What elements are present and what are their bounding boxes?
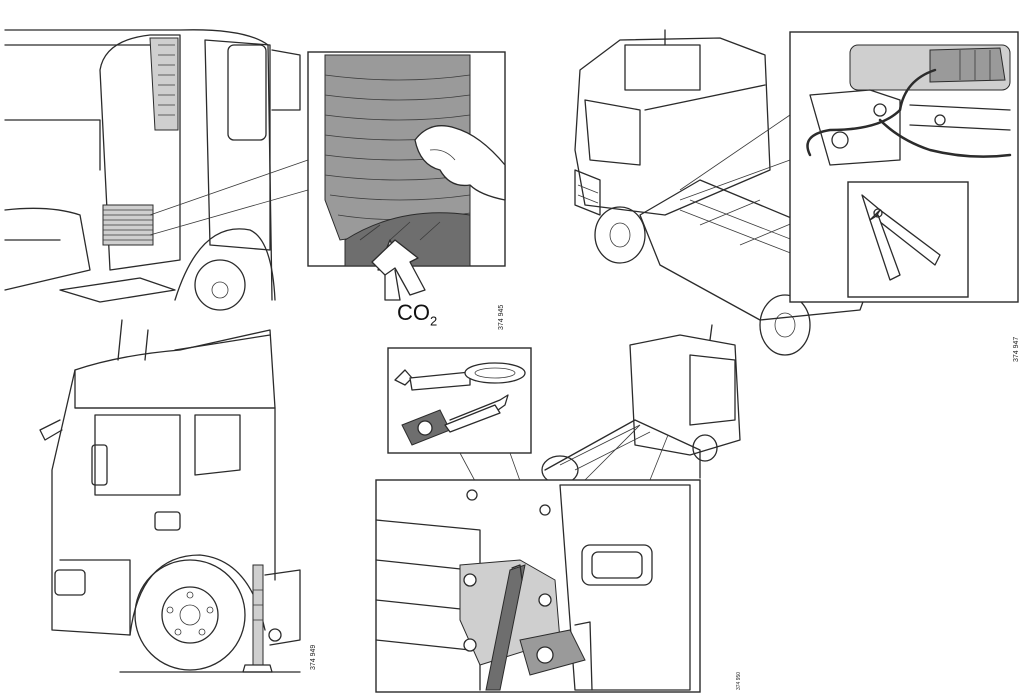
panel-4-tractor — [541, 324, 741, 485]
ratchet-icon — [401, 394, 509, 446]
panel-3-cab-with-jack — [39, 319, 301, 673]
panel-2-wiring-inset — [789, 31, 1019, 303]
figure-number-374945: 374 945 — [498, 304, 505, 330]
figure-number-374947: 374 947 — [1013, 336, 1020, 362]
wire-cutter-icon — [861, 194, 941, 281]
intake-grille — [158, 44, 175, 116]
panel-4-strap-inset — [387, 347, 571, 621]
panel-4-chassis-detail — [375, 479, 701, 693]
wheel-bolts — [166, 591, 214, 636]
figure-number-374950: 374 950 — [736, 671, 742, 690]
panel-1-cab-side — [4, 29, 309, 311]
intake-bellows — [102, 204, 154, 246]
panel-1-bellows-inset — [307, 51, 506, 301]
jack — [242, 564, 273, 673]
figure-number-374949: 374 949 — [310, 644, 317, 670]
co2-label: CO2 — [397, 300, 438, 329]
